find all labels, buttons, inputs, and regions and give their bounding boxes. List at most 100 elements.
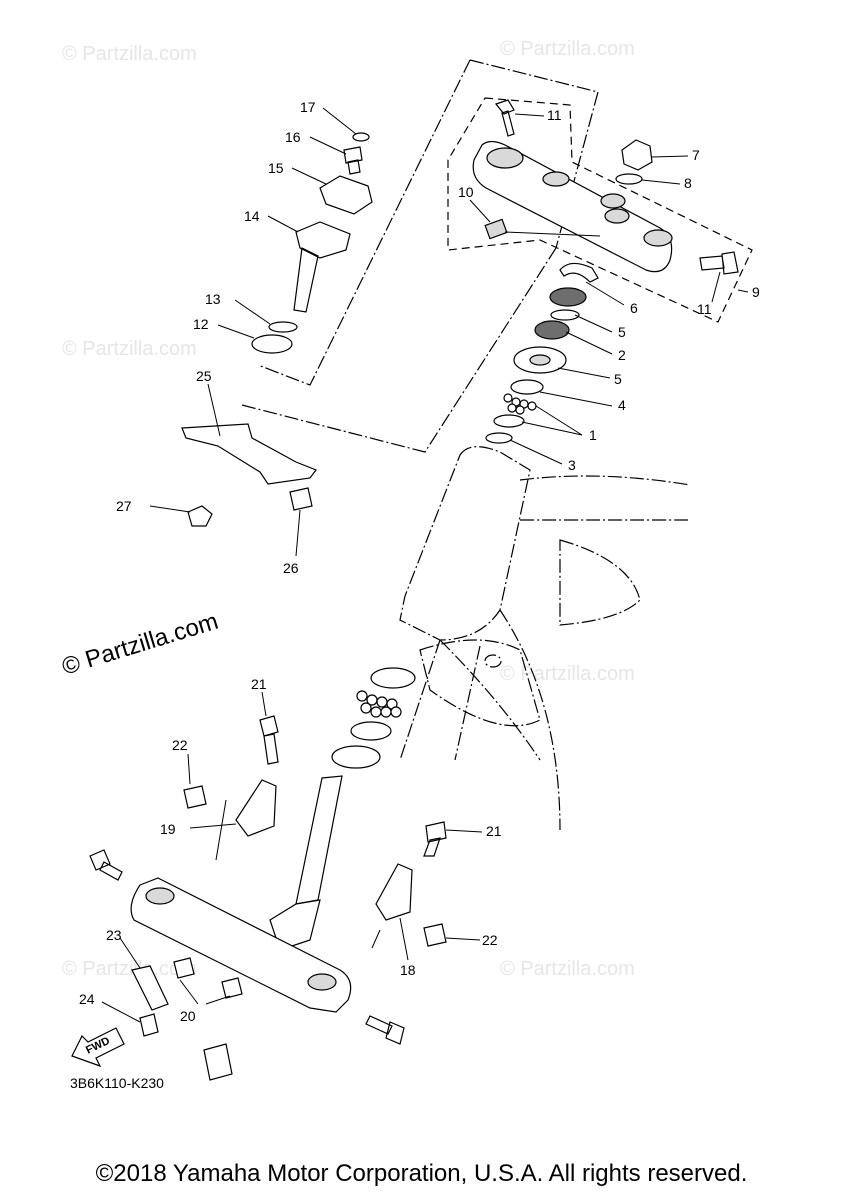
bearing-cover-hole <box>529 354 551 366</box>
motorcycle-frame <box>399 446 691 831</box>
callout-12: 12 <box>193 316 209 332</box>
under-bracket-hole-right <box>307 973 337 991</box>
lower-holder-14 <box>293 221 351 313</box>
callout-23: 23 <box>106 927 122 943</box>
nut-7 <box>621 139 653 171</box>
upper-bracket-dashed-box <box>447 97 753 323</box>
callout-24: 24 <box>79 991 95 1007</box>
handlebar-holder-parts <box>251 132 373 354</box>
watermark-6: © Partzilla.com <box>500 958 635 980</box>
callout-22a: 22 <box>172 737 188 753</box>
callout-16: 16 <box>285 129 301 145</box>
bolt-left <box>89 849 123 881</box>
bearing-race-1 <box>493 414 525 428</box>
upper-bracket-assembly <box>447 97 753 323</box>
steering-bearing-stack <box>485 262 599 444</box>
callout-21a: 21 <box>251 676 267 692</box>
damper-12 <box>251 334 293 354</box>
bracket-hole-1 <box>486 147 524 169</box>
watermark-1: © Partzilla.com <box>62 43 197 65</box>
side-brackets <box>131 715 447 1037</box>
lower-bearing-stack <box>331 667 416 769</box>
race-3 <box>485 432 513 444</box>
under-bracket <box>130 877 352 1013</box>
bolt-bottom <box>203 1043 233 1081</box>
washer-8 <box>615 173 643 185</box>
callout-17: 17 <box>300 99 316 115</box>
bolt-21-right <box>423 821 447 857</box>
bracket-18 <box>375 863 413 921</box>
rubber-washer-5 <box>550 309 580 321</box>
callout-3: 3 <box>568 457 576 473</box>
bracket-hole-3 <box>600 193 626 209</box>
lock-washer-6 <box>559 262 599 283</box>
fwd-arrow: FWD <box>71 1027 125 1068</box>
stem-base <box>269 899 321 951</box>
steering-stem <box>295 775 343 905</box>
callout-11b: 11 <box>697 301 712 317</box>
clip-26 <box>289 487 313 511</box>
callout-5b: 5 <box>614 371 622 387</box>
part-23 <box>131 965 169 1011</box>
nut-20-b <box>221 977 243 999</box>
callout-25: 25 <box>196 368 212 384</box>
clip-22-right <box>423 923 447 947</box>
bracket-hole-2 <box>542 171 570 187</box>
under-bracket-hole-left <box>145 887 175 905</box>
callout-5a: 5 <box>618 324 626 340</box>
lower-ball-bearings <box>356 690 402 718</box>
cable-bracket-25 <box>181 423 317 485</box>
bolt-right <box>365 1015 405 1045</box>
bracket-hole-4 <box>604 208 630 224</box>
ball-bearings-1 <box>503 393 537 415</box>
upper-holder-15 <box>319 175 373 215</box>
callout-11a: 11 <box>547 107 562 123</box>
callout-7: 7 <box>692 147 700 163</box>
callout-labels: 1 2 3 4 5 5 6 7 8 9 10 11 11 12 13 14 15… <box>79 99 760 1024</box>
bolt-16 <box>343 146 363 175</box>
cable-bracket-group <box>181 423 317 527</box>
ring-nut-upper <box>549 287 587 307</box>
handlebar-group-frame <box>241 59 599 453</box>
leader-lines <box>101 107 749 1023</box>
partzilla-watermark: © Partzilla.com <box>59 608 222 681</box>
callout-6: 6 <box>630 300 638 316</box>
bearing-race-4 <box>510 379 544 395</box>
callout-1: 1 <box>589 427 597 443</box>
nut-20-a <box>173 957 195 979</box>
callout-2: 2 <box>618 347 626 363</box>
callout-14: 14 <box>244 208 260 224</box>
watermark-5: © Partzilla.com <box>62 958 197 980</box>
watermark-2: © Partzilla.com <box>500 38 635 60</box>
watermarks: © Partzilla.com © Partzilla.com © Partzi… <box>62 38 635 980</box>
bolt-21-upper <box>259 715 279 765</box>
upper-bracket <box>472 140 673 273</box>
callout-9: 9 <box>752 284 760 300</box>
washer-13 <box>268 321 298 333</box>
bracket-hole-5 <box>643 229 673 247</box>
cap-17 <box>352 132 370 142</box>
watermark-4: © Partzilla.com <box>500 663 635 685</box>
callout-19: 19 <box>160 821 176 837</box>
bolt-24 <box>139 1013 159 1037</box>
frame-tube <box>399 639 481 761</box>
callout-13: 13 <box>205 291 221 307</box>
label-plate-10 <box>484 218 508 240</box>
nut-27 <box>187 505 213 527</box>
diagram-code: 3B6K110-K230 <box>70 1075 164 1091</box>
clip-22-left <box>183 785 207 809</box>
ring-nut-2 <box>534 320 570 340</box>
callout-10: 10 <box>458 184 474 200</box>
callout-20: 20 <box>180 1008 196 1024</box>
callout-27: 27 <box>116 498 132 514</box>
bolt-11-side <box>699 251 739 275</box>
callout-15: 15 <box>268 160 284 176</box>
callout-4: 4 <box>618 397 626 413</box>
callout-26: 26 <box>283 560 299 576</box>
lower-race-middle <box>350 721 392 741</box>
callout-8: 8 <box>684 175 692 191</box>
fwd-arrow-shape <box>71 1027 125 1068</box>
lower-race-upper <box>370 667 416 689</box>
frame-outline <box>399 446 691 831</box>
